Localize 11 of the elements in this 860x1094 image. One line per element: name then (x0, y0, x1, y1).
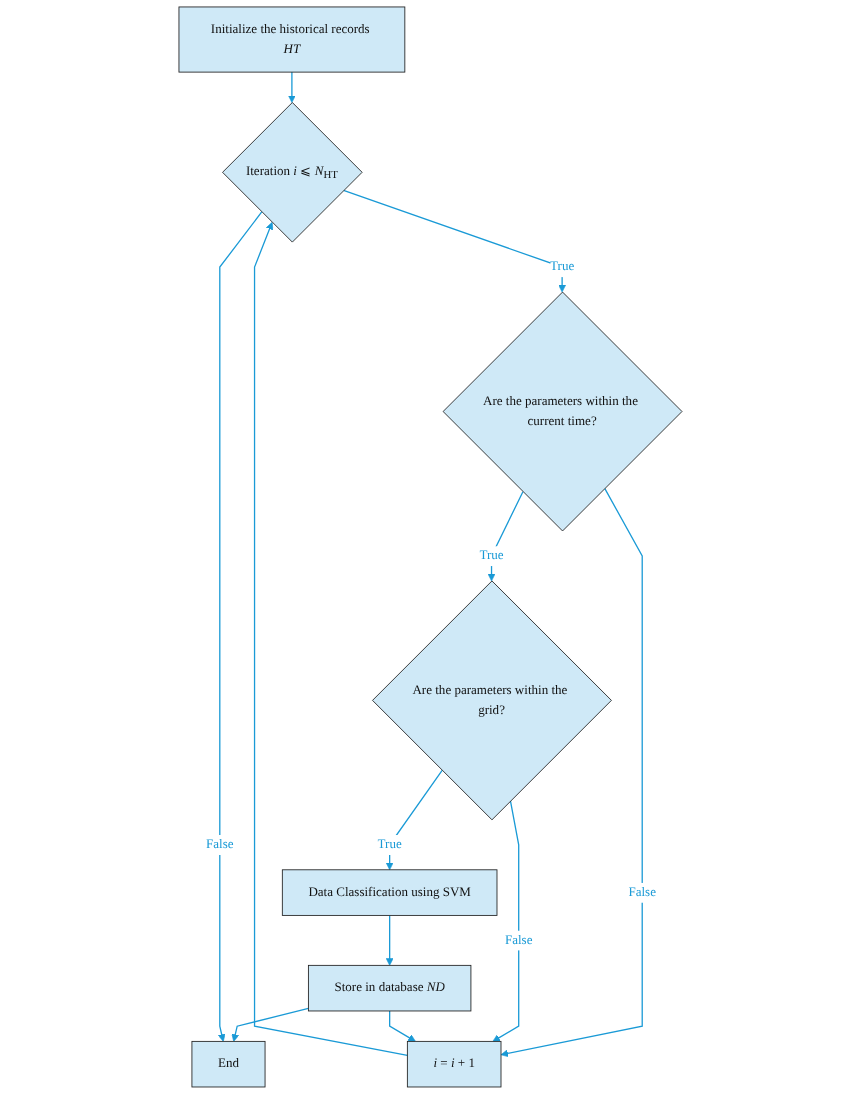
arrow (231, 1007, 309, 1042)
arrow (385, 914, 393, 966)
arrow (388, 1010, 416, 1042)
arrow (217, 211, 262, 1042)
arrow (253, 222, 408, 1056)
arrow (492, 800, 519, 1042)
arrow (287, 71, 296, 103)
arrow (342, 189, 566, 293)
arrow (385, 769, 443, 871)
arrow (500, 487, 643, 1058)
arrow (487, 491, 524, 582)
